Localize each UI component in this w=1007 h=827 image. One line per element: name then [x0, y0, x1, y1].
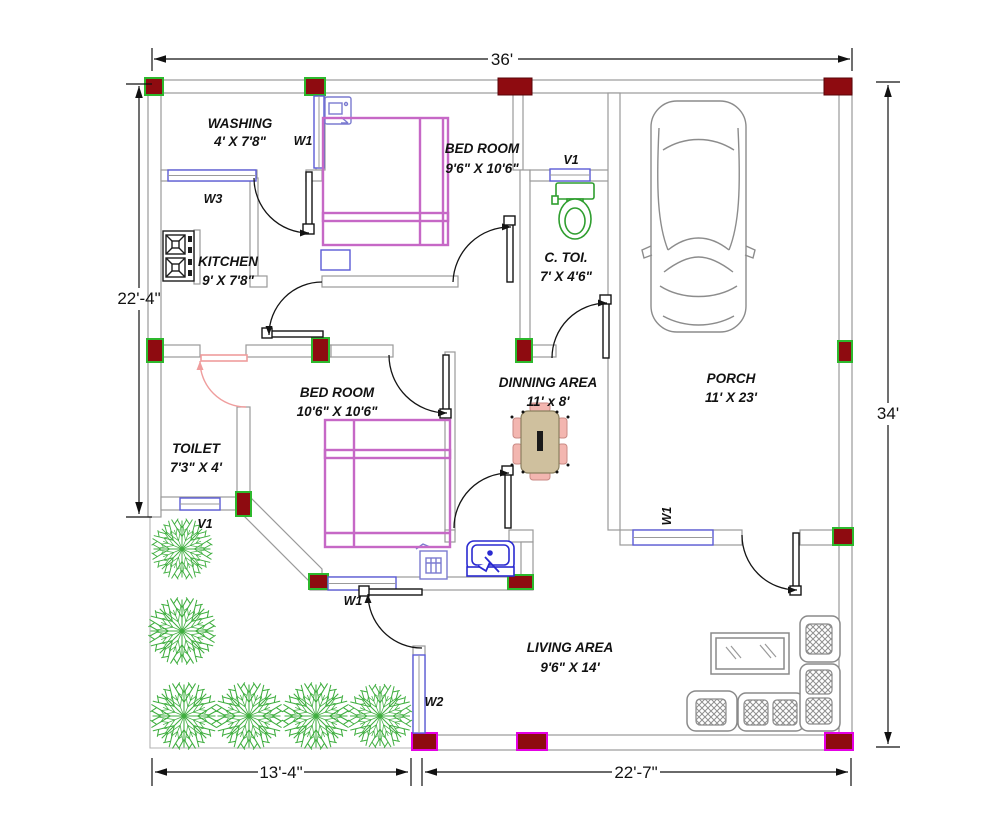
door-toilet-pink — [196, 354, 248, 408]
room-label-ctoilet: C. TOI. — [544, 250, 587, 265]
label-w2: W2 — [425, 695, 444, 709]
stove — [162, 229, 201, 285]
columns — [144, 77, 854, 751]
tree — [282, 682, 349, 749]
tree — [148, 597, 215, 664]
label-w3: W3 — [204, 192, 223, 206]
room-label-toilet: TOILET — [172, 441, 222, 456]
tree — [215, 682, 282, 749]
toilet-fixture — [551, 182, 595, 240]
bed-bedroom2 — [323, 418, 452, 549]
car — [641, 100, 756, 333]
furniture — [162, 96, 841, 732]
washing-machine-icon — [324, 96, 352, 125]
door-dining — [453, 465, 514, 529]
door-ctoilet — [551, 294, 612, 359]
label-w1-bedroom2: W1 — [344, 594, 363, 608]
window-w1-porch — [632, 529, 714, 546]
dim-right: 34' — [877, 404, 899, 423]
room-size-porch: 11' X 23' — [705, 390, 758, 405]
dim-bottom-right: 22'-7" — [614, 763, 657, 782]
dim-left: 22'-4" — [117, 289, 160, 308]
room-size-washing: 4' X 7'8" — [213, 134, 266, 149]
room-label-dining: DINNING AREA — [499, 375, 598, 390]
label-v1-ctoilet: V1 — [563, 153, 578, 167]
sofa-set — [686, 615, 841, 732]
ventilator-v1-toilet — [179, 497, 221, 511]
tree — [348, 684, 412, 748]
geyser-icon — [415, 543, 448, 580]
door-bedroom2 — [388, 354, 452, 419]
door-washing — [253, 171, 315, 237]
door-kitchen-hall — [261, 281, 324, 339]
room-size-bedroom2: 10'6" X 10'6" — [297, 404, 378, 419]
room-size-dining: 11' x 8' — [527, 394, 571, 409]
dining-table-set — [510, 402, 570, 481]
window-w3-kitchen — [167, 169, 257, 182]
door-porch-living — [741, 532, 802, 596]
windows — [167, 95, 714, 734]
wash-basin — [466, 540, 515, 577]
room-label-washing: WASHING — [208, 116, 273, 131]
room-label-kitchen: KITCHEN — [198, 254, 258, 269]
label-v1-toilet: V1 — [197, 517, 212, 531]
room-size-ctoilet: 7' X 4'6" — [540, 269, 592, 284]
room-label-bedroom1: BED ROOM — [445, 141, 520, 156]
room-size-toilet: 7'3" X 4' — [170, 460, 223, 475]
dimension-lines — [126, 48, 900, 786]
label-w1-porch: W1 — [660, 507, 674, 526]
labels: WASHING 4' X 7'8" W1 BED ROOM 9'6" X 10'… — [117, 50, 899, 782]
plot-boundary — [149, 517, 413, 749]
door-bedroom1 — [452, 215, 516, 283]
room-size-living: 9'6" X 14' — [540, 660, 600, 675]
trees — [148, 519, 412, 750]
label-w1-washing: W1 — [294, 134, 313, 148]
doors — [196, 171, 802, 649]
room-size-kitchen: 9' X 7'8" — [202, 273, 254, 288]
ventilator-v1-ctoilet — [549, 168, 591, 182]
room-label-living: LIVING AREA — [527, 640, 614, 655]
tree — [150, 682, 217, 749]
bed-bedroom1 — [321, 116, 450, 247]
window-w1-bedroom2 — [327, 576, 397, 591]
window-w2-living — [412, 654, 426, 734]
center-table — [710, 632, 790, 675]
room-size-bedroom1: 9'6" X 10'6" — [445, 161, 519, 176]
room-label-porch: PORCH — [707, 371, 756, 386]
door-entry-living — [358, 585, 423, 649]
dim-top: 36' — [491, 50, 513, 69]
room-label-bedroom2: BED ROOM — [300, 385, 375, 400]
dim-bottom-left: 13'-4" — [259, 763, 302, 782]
side-table-bedroom1 — [320, 249, 351, 271]
